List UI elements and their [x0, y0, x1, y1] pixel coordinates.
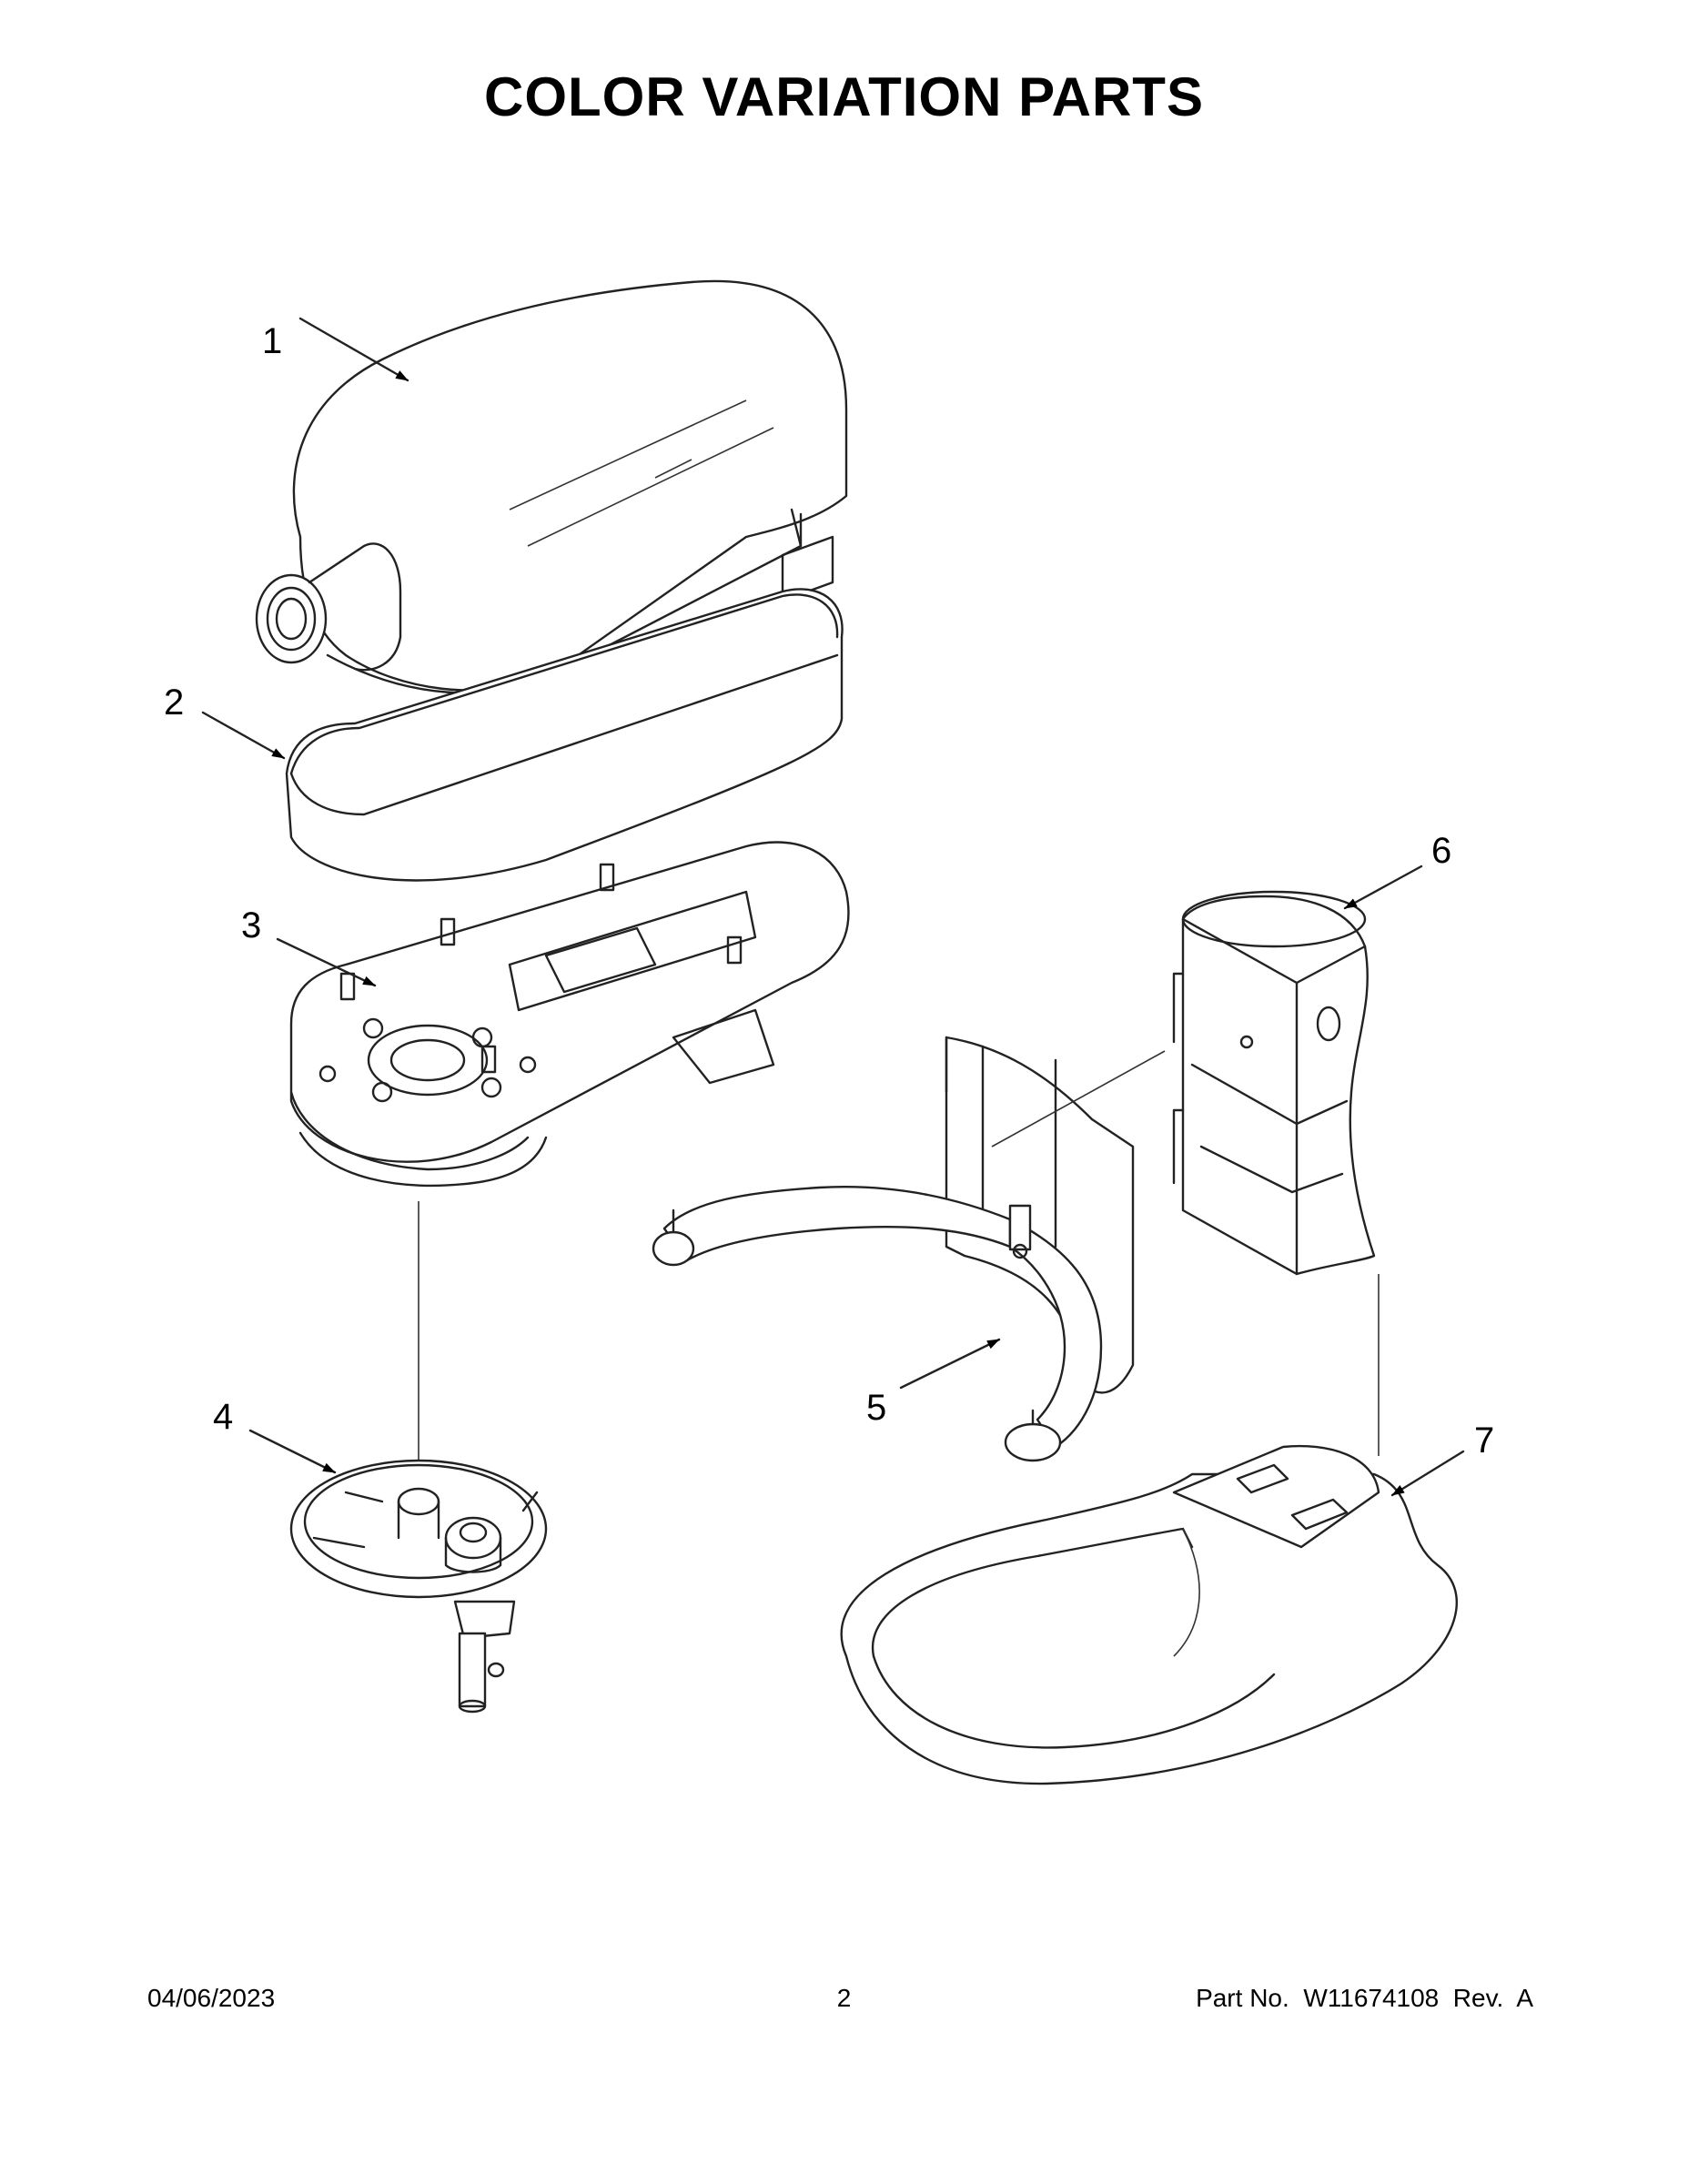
arrow-7: [1390, 1450, 1465, 1497]
part-7-base: [840, 1444, 1459, 1785]
arrow-6: [1343, 864, 1423, 910]
part-3-gear-housing-base: [289, 841, 850, 1188]
arrow-3: [276, 937, 377, 987]
callout-2: 2: [164, 682, 184, 723]
arrow-4: [248, 1429, 337, 1474]
callout-3: 3: [241, 905, 261, 945]
part-2-trim-band: [285, 588, 844, 882]
part-6-pedestal-column: [1172, 890, 1376, 1276]
part-4-planetary-plate: [289, 1459, 548, 1714]
part-5-bowl-clamp-plate: [652, 1036, 1135, 1462]
assembly-line: [991, 1050, 1166, 1148]
footer-date: 04/06/2023: [147, 1984, 276, 2012]
footer-part-number: Part No. W11674108 Rev. A: [1196, 1984, 1533, 2012]
page-title: COLOR VARIATION PARTS: [484, 66, 1204, 127]
callout-arrows: [201, 317, 1465, 1497]
callout-5: 5: [866, 1388, 886, 1428]
callout-6: 6: [1431, 831, 1451, 871]
callout-4: 4: [213, 1397, 233, 1437]
arrow-2: [201, 711, 286, 760]
callout-1: 1: [262, 321, 282, 361]
arrow-1: [298, 317, 409, 382]
footer-page-number: 2: [836, 1984, 852, 2012]
callout-7: 7: [1474, 1421, 1494, 1461]
arrow-5: [899, 1338, 1001, 1390]
part-1-motor-housing: [255, 279, 848, 694]
